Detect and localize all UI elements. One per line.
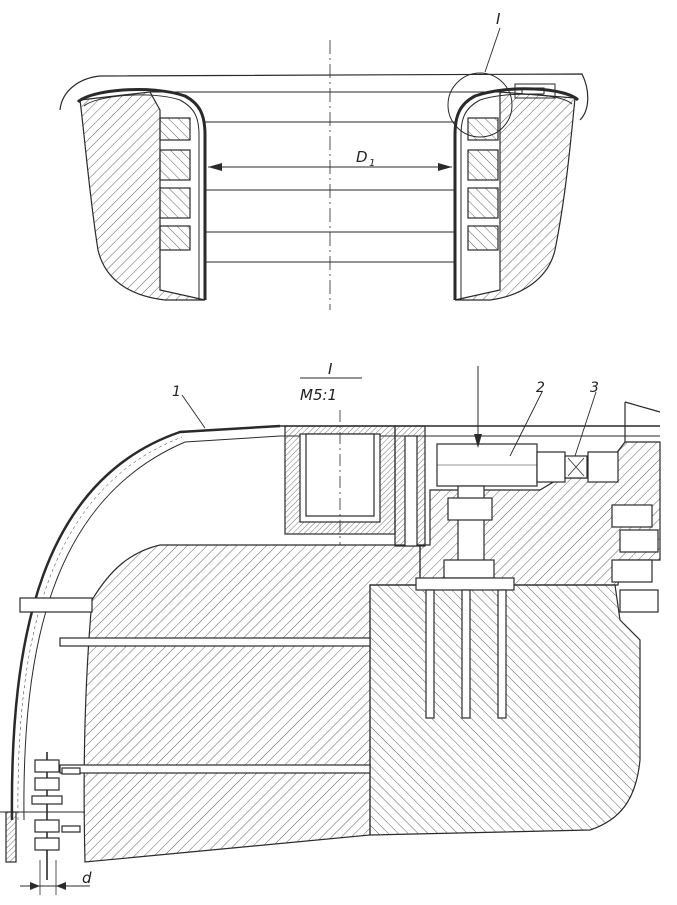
rod-upper — [59, 637, 371, 647]
detail-shell-inner — [23, 435, 281, 821]
electrode-plate — [415, 577, 515, 591]
detail-shell-outer — [10, 424, 281, 821]
part-number-2: 2 — [536, 380, 545, 396]
detail-body-left — [83, 544, 421, 863]
right-lining — [454, 91, 576, 301]
overall-section-view — [59, 27, 589, 310]
diameter-subscript: 1 — [369, 158, 375, 169]
scale-label: M5:1 — [300, 386, 337, 404]
detail-circle — [447, 72, 513, 138]
detail-section-view — [0, 366, 661, 895]
diameter-label: D — [356, 148, 368, 166]
detail-title: I — [328, 360, 333, 378]
detail-marker: I — [496, 10, 501, 28]
right-shell — [453, 87, 580, 300]
gap-label: d — [82, 869, 92, 887]
part-number-3: 3 — [590, 380, 599, 396]
furnace-outline — [59, 73, 589, 121]
left-shell — [76, 87, 207, 300]
part-number-1: 1 — [172, 384, 181, 400]
rod-lower — [59, 764, 371, 774]
left-lining — [79, 91, 206, 301]
